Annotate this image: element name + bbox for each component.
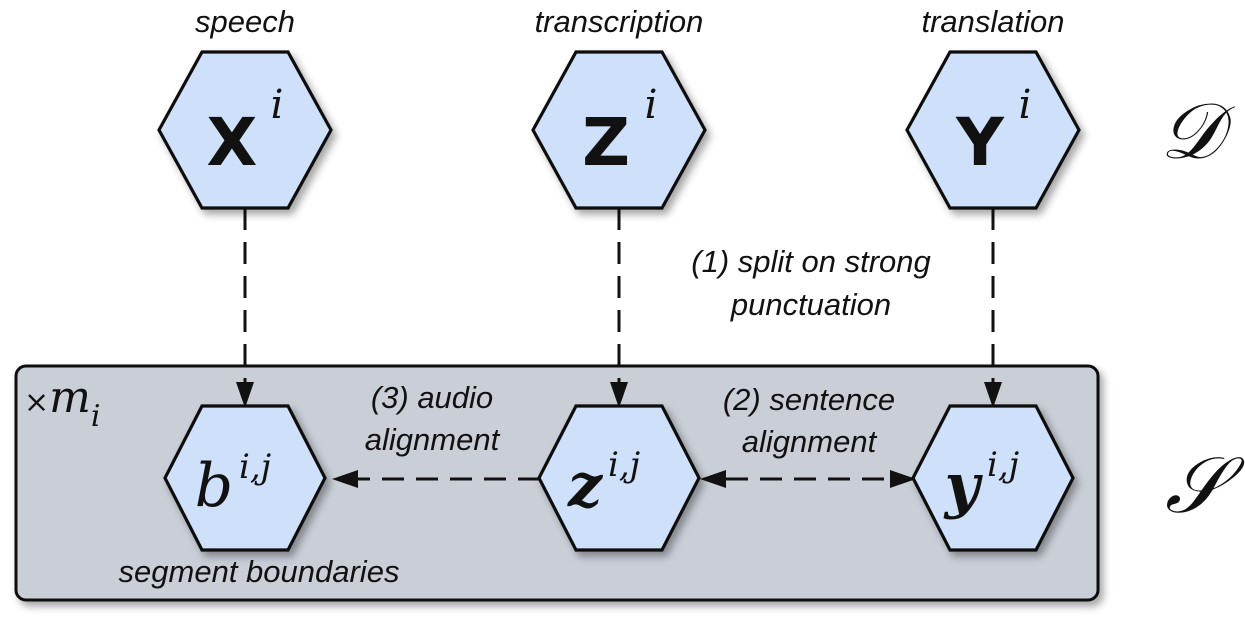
node-speech-base: X xyxy=(207,104,258,181)
label-transcription: transcription xyxy=(535,4,704,39)
arrowhead-sentence-alignment-left xyxy=(700,470,726,488)
plate-caption: segment boundaries xyxy=(119,554,400,589)
arrowhead-translation-sentences xyxy=(984,382,1002,408)
arrowhead-audio-alignment xyxy=(332,470,358,488)
node-translation-sup: i xyxy=(1019,82,1032,128)
node-boundaries-sup: i,j xyxy=(239,447,272,487)
node-transcription-base: Z xyxy=(582,104,630,181)
node-speech: X i xyxy=(157,50,333,210)
node-target-sentence-base: y xyxy=(943,451,984,521)
arrowhead-transcription-sentences xyxy=(610,382,628,408)
node-boundaries-base: b xyxy=(195,451,233,521)
arrowhead-boundaries xyxy=(236,382,254,408)
annotation-step3-line1: (3) audio xyxy=(371,380,493,415)
set-dataset-symbol: 𝒟 xyxy=(1160,87,1235,177)
node-transcription-sup: i xyxy=(645,82,658,128)
node-transcription: Z i xyxy=(531,50,707,210)
annotation-step2-line2: alignment xyxy=(742,424,878,459)
arrowhead-sentence-alignment-right xyxy=(890,470,916,488)
label-speech: speech xyxy=(195,4,295,39)
annotation-step1-line2: punctuation xyxy=(730,287,891,322)
plate-multiplier: ×mi xyxy=(24,372,100,434)
node-translation: Y i xyxy=(905,50,1081,210)
annotation-step1-line1: (1) split on strong xyxy=(691,244,931,279)
annotation-step3-line2: alignment xyxy=(365,422,501,457)
node-translation-base: Y xyxy=(955,104,1005,181)
node-speech-sup: i xyxy=(271,82,284,128)
node-segment-boundaries: b i,j xyxy=(163,404,327,552)
node-source-sentence: z i,j xyxy=(537,404,701,552)
node-target-sentence: y i,j xyxy=(911,404,1075,552)
label-translation: translation xyxy=(921,4,1064,39)
annotation-step2-line1: (2) sentence xyxy=(723,382,895,417)
node-source-sentence-base: z xyxy=(567,451,604,521)
node-source-sentence-sup: i,j xyxy=(608,445,641,485)
node-target-sentence-sup: i,j xyxy=(987,445,1020,485)
set-segments-symbol: 𝒮 xyxy=(1165,441,1245,531)
